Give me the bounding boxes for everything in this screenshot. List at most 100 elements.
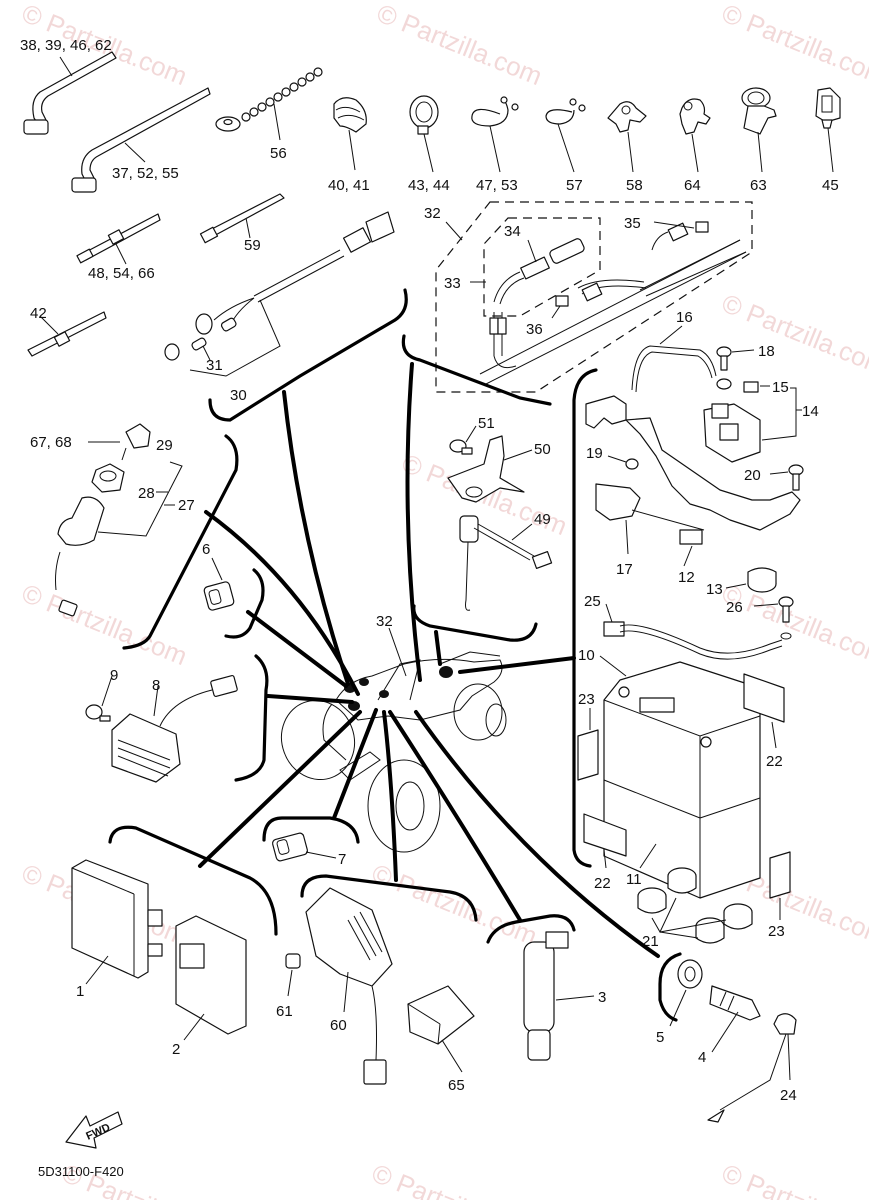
rectifier-regulator-8[interactable] — [111, 713, 181, 783]
clip-64[interactable]: 64 — [679, 98, 711, 194]
callout-56: 56 — [270, 145, 287, 162]
callout-9: 9 — [110, 667, 118, 684]
cable-band-42[interactable]: 42 — [27, 305, 107, 357]
switch-7[interactable]: 7 — [271, 832, 347, 868]
pad-23-right[interactable] — [769, 851, 791, 899]
main-switch-group[interactable]: 67, 68 29 28 27 — [30, 423, 195, 617]
connector-36[interactable] — [555, 295, 569, 307]
battery-11[interactable] — [603, 661, 761, 899]
bracket-50[interactable] — [447, 435, 525, 503]
fwd-arrow-icon — [65, 1111, 123, 1149]
callout-42: 42 — [30, 305, 47, 322]
callout-36: 36 — [526, 321, 543, 338]
key-67-68[interactable] — [125, 423, 151, 449]
clip-45[interactable]: 45 — [815, 87, 841, 194]
callout-1: 1 — [76, 983, 84, 1000]
starter-relay-group[interactable]: 16 18 15 14 12 19 20 17 — [585, 309, 819, 598]
group-bracket-7 — [262, 816, 360, 844]
group-bracket-ignitor — [300, 874, 478, 922]
callout-24: 24 — [780, 1087, 797, 1104]
callout-50: 50 — [534, 441, 551, 458]
callout-43-44: 43, 44 — [408, 177, 450, 194]
clip-58[interactable]: 58 — [607, 101, 647, 194]
clip-19[interactable] — [625, 458, 639, 470]
callout-12: 12 — [678, 569, 695, 586]
group-bracket-plug — [658, 952, 682, 1022]
coupler-2[interactable]: 2 — [172, 915, 247, 1058]
sensor-49[interactable] — [459, 515, 479, 543]
callout-57: 57 — [566, 177, 583, 194]
clamp-40-41[interactable]: 40, 41 — [328, 97, 370, 194]
callout-27: 27 — [178, 497, 195, 514]
dampers-21[interactable]: 21 — [637, 867, 753, 950]
callout-7: 7 — [338, 851, 346, 868]
pad-22-right[interactable] — [743, 673, 785, 723]
wire-harness-assembly-32[interactable]: 35 36 34 33 32 — [424, 201, 753, 393]
pad-22-left[interactable] — [583, 813, 627, 857]
group-bracket-harness-32 — [401, 334, 552, 406]
callout-35: 35 — [624, 215, 641, 232]
callout-20: 20 — [744, 467, 761, 484]
callout-31: 31 — [206, 357, 223, 374]
cable-band-48-54-66[interactable]: 48, 54, 66 — [76, 213, 161, 282]
group-bracket-harness — [208, 288, 408, 422]
relay-65[interactable]: 65 — [407, 985, 475, 1094]
callout-38-39-46-62: 38, 39, 46, 62 — [20, 37, 112, 54]
rectifier-regulator-group[interactable]: 9 8 — [85, 667, 238, 783]
gasket-5[interactable] — [677, 959, 703, 989]
callout-60: 60 — [330, 1017, 347, 1034]
neutral-switch-6[interactable]: 6 — [202, 541, 235, 611]
forward-indicator: FWD — [65, 1111, 123, 1149]
callout-25: 25 — [584, 593, 601, 610]
cable-tie-37-52-55[interactable]: 37, 52, 55 — [71, 87, 211, 193]
callout-5: 5 — [656, 1029, 664, 1046]
group-bracket-regulator — [234, 654, 269, 782]
battery-group[interactable]: 26 25 10 11 23 22 22 23 — [577, 593, 794, 950]
clamp-43-44[interactable]: 43, 44 — [408, 95, 450, 194]
callout-63: 63 — [750, 177, 767, 194]
cable-tie-59[interactable]: 59 — [199, 193, 285, 254]
pad-23-left[interactable] — [577, 729, 599, 781]
callout-23-right: 23 — [768, 923, 785, 940]
callout-32-top: 32 — [424, 205, 441, 222]
callout-13: 13 — [706, 581, 723, 598]
callout-32-center: 32 — [376, 613, 393, 630]
callout-45: 45 — [822, 177, 839, 194]
callout-67-68: 67, 68 — [30, 434, 72, 451]
cdi-unit-1[interactable]: 1 — [71, 859, 163, 1000]
callout-19: 19 — [586, 445, 603, 462]
group-bracket-main-switch — [122, 434, 239, 650]
relay-17[interactable] — [595, 483, 641, 521]
callout-51: 51 — [478, 415, 495, 432]
plug-cap-24[interactable] — [773, 1013, 797, 1035]
sensor-group-49-51[interactable]: 51 50 49 — [447, 415, 553, 611]
callout-34: 34 — [504, 223, 521, 240]
spark-plug-4[interactable] — [709, 985, 761, 1021]
group-bracket-sensor — [412, 604, 538, 642]
ignition-coil-3[interactable]: 3 — [523, 931, 606, 1061]
bolt-9[interactable] — [85, 704, 103, 720]
ignitor-60[interactable]: 60 61 — [276, 887, 393, 1085]
terminal-cover-25[interactable] — [603, 621, 625, 637]
callout-37-52-55: 37, 52, 55 — [112, 165, 179, 182]
group-bracket-right — [572, 368, 598, 868]
sub-wire-harness-30[interactable]: 31 30 — [164, 211, 395, 404]
spark-plug-group[interactable]: 5 4 24 — [656, 959, 797, 1123]
callout-4: 4 — [698, 1049, 706, 1066]
group-bracket-cdi — [108, 825, 278, 936]
nut-28[interactable] — [91, 463, 125, 493]
wire-clip-57[interactable]: 57 — [545, 98, 586, 194]
connector-35[interactable] — [695, 221, 709, 233]
cable-tie-38-39-46-62[interactable]: 38, 39, 46, 62 — [20, 37, 117, 135]
wire-clip-47-53[interactable]: 47, 53 — [471, 96, 519, 194]
fuse-15[interactable] — [743, 381, 759, 393]
chain-band-56[interactable]: 56 — [215, 67, 323, 162]
group-bracket-6 — [224, 568, 265, 639]
screw-61[interactable] — [285, 953, 301, 969]
watermark: © Partzilla.com — [718, 578, 869, 671]
main-switch-27[interactable] — [57, 496, 105, 546]
clip-63[interactable]: 63 — [741, 87, 777, 194]
callout-26: 26 — [726, 599, 743, 616]
callout-61: 61 — [276, 1003, 293, 1020]
relay-bracket-12[interactable] — [625, 417, 801, 531]
